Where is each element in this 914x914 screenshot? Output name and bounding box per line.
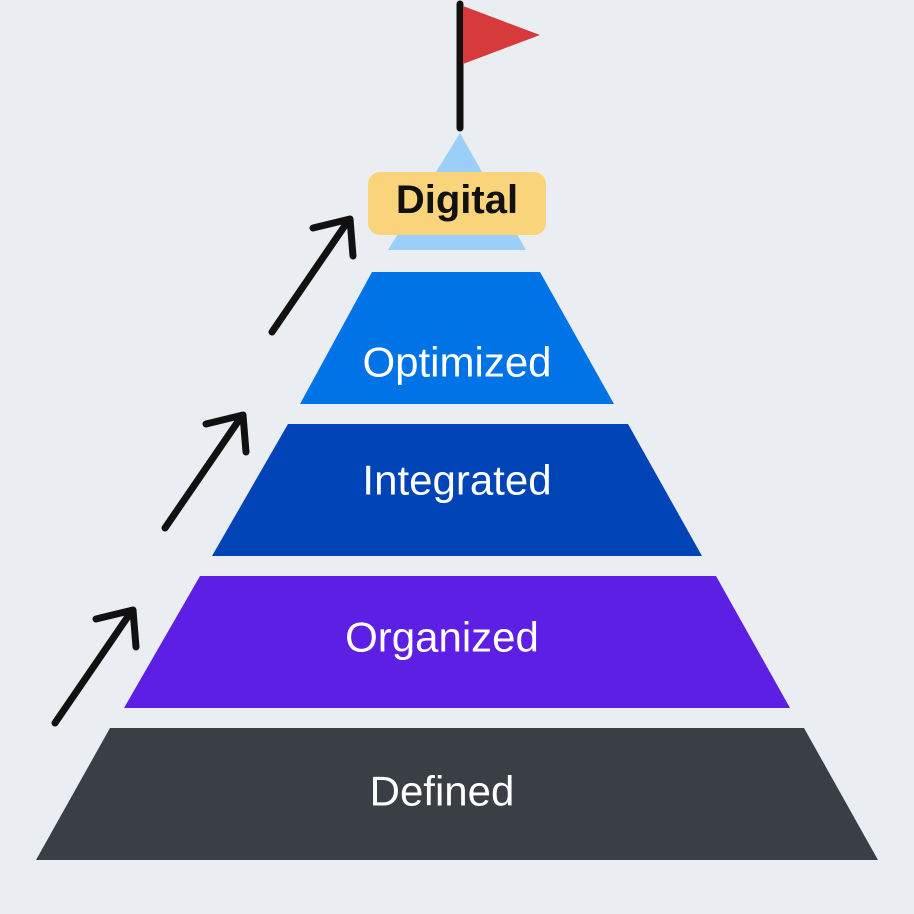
tier-integrated: [212, 424, 702, 556]
flag-cloth: [463, 6, 540, 64]
tier-label-integrated: Integrated: [362, 457, 551, 504]
peak-badge: [368, 172, 546, 235]
tier-label-organized: Organized: [345, 614, 539, 661]
tier-optimized: [300, 272, 614, 404]
arrow-up-right-icon: [268, 215, 357, 336]
tier-defined: [36, 728, 878, 860]
tier-label-optimized: Optimized: [362, 339, 551, 386]
arrow-up-right-icon: [51, 606, 140, 727]
flag-icon: [456, 0, 540, 132]
tier-label-defined: Defined: [370, 768, 515, 815]
peak-label: Digital: [396, 178, 518, 222]
tier-organized: [124, 576, 790, 708]
arrow-up-right-icon: [161, 411, 250, 532]
